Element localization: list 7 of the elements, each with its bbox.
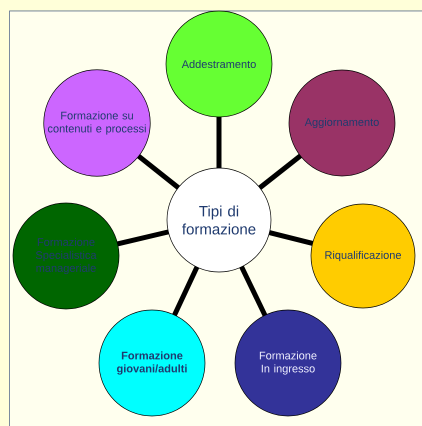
connector-line [258, 154, 302, 190]
connector-line [268, 230, 314, 246]
connector-line [137, 154, 180, 190]
connector-line [172, 266, 200, 316]
connector-line [116, 229, 170, 246]
connector-line [239, 266, 268, 316]
connector-line [216, 116, 222, 168]
